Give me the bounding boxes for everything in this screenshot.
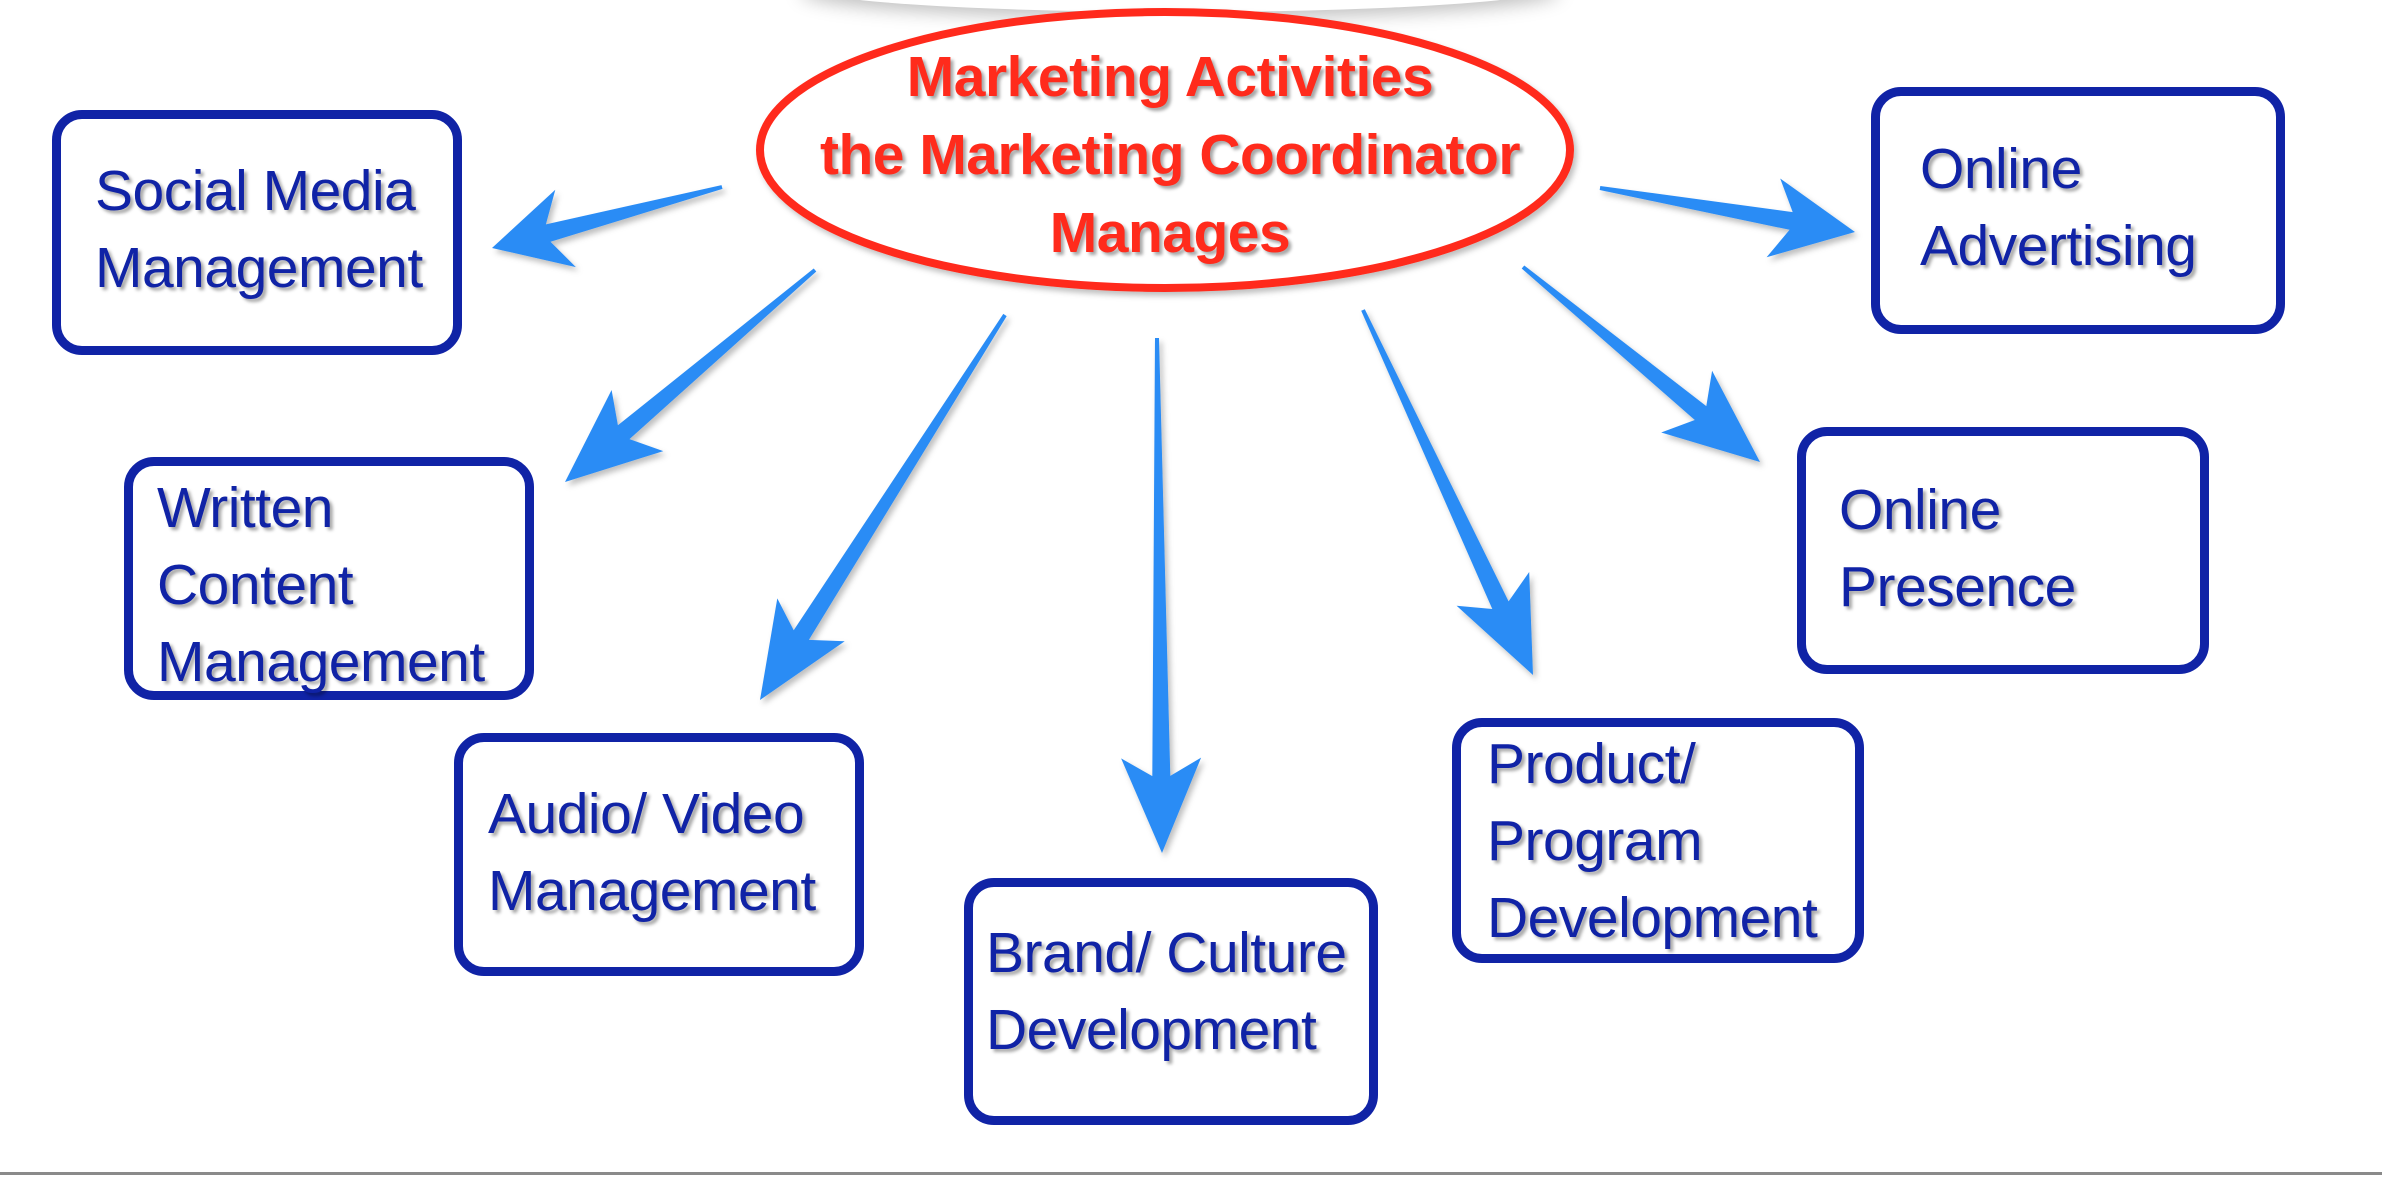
node-label-line: Brand/ Culture: [986, 921, 1347, 985]
node-box-brand-culture-development: [964, 878, 1378, 1125]
node-label-line: Advertising: [1920, 214, 2197, 278]
node-label-line: Written: [157, 476, 333, 540]
node-box-written-content-management: [124, 457, 534, 700]
arrow-group: [492, 178, 1855, 853]
node-label-social-media-management: Social Media Management: [95, 153, 423, 307]
node-label-line: Social Media: [95, 159, 416, 223]
node-label-line: Management: [488, 859, 816, 923]
center-title: Marketing Activities the Marketing Coord…: [740, 38, 1600, 272]
node-label-line: Online: [1839, 478, 2001, 542]
arrow-to-audio-video-management: [760, 313, 1007, 700]
node-box-social-media-management: [52, 110, 462, 355]
node-label-audio-video-management: Audio/ Video Management: [488, 776, 816, 930]
node-label-online-advertising: Online Advertising: [1920, 131, 2197, 285]
arrow-to-brand-culture-development: [1121, 338, 1202, 853]
node-box-online-presence: [1797, 427, 2209, 674]
center-title-line-1: Marketing Activities: [906, 45, 1434, 109]
node-label-line: Presence: [1839, 555, 2076, 619]
node-label-online-presence: Online Presence: [1839, 472, 2076, 626]
node-label-written-content-management: Written Content Management: [157, 470, 485, 701]
arrow-to-online-presence: [1521, 265, 1760, 462]
node-label-line: Product/: [1487, 732, 1696, 796]
node-label-line: Management: [95, 236, 423, 300]
node-box-audio-video-management: [454, 733, 864, 976]
arrow-to-online-advertising: [1599, 178, 1855, 258]
node-box-product-program-development: [1452, 718, 1864, 963]
node-label-line: Content: [157, 553, 354, 617]
center-title-line-3: Manages: [1049, 201, 1291, 265]
node-box-online-advertising: [1871, 87, 2285, 334]
arrow-to-product-program-development: [1361, 309, 1533, 675]
node-label-line: Development: [1487, 886, 1818, 950]
node-label-line: Program: [1487, 809, 1703, 873]
arrow-to-written-content-management: [565, 268, 817, 482]
node-label-line: Management: [157, 630, 485, 694]
bottom-divider: [0, 1172, 2382, 1175]
arrow-to-social-media-management: [492, 185, 723, 268]
center-ellipse: [756, 8, 1574, 292]
node-label-line: Development: [986, 998, 1317, 1062]
node-label-line: Online: [1920, 137, 2082, 201]
node-label-brand-culture-development: Brand/ Culture Development: [986, 915, 1347, 1069]
center-title-line-2: the Marketing Coordinator: [819, 123, 1521, 187]
node-label-product-program-development: Product/ Program Development: [1487, 726, 1818, 957]
node-label-line: Audio/ Video: [488, 782, 805, 846]
